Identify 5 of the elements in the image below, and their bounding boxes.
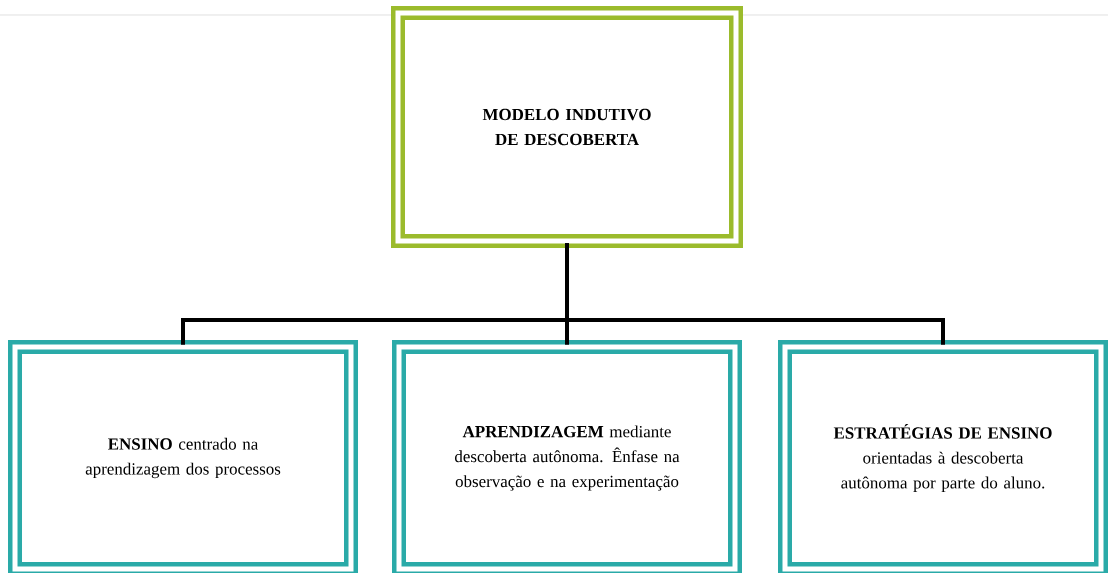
connector-line: [565, 243, 945, 345]
text-box: APRENDIZAGEM mediante descoberta autônoma. Ênfase na observação e na experimentação: [392, 340, 742, 573]
text-box: MODELO INDUTIVO DE DESCOBERTA: [391, 6, 743, 248]
text-box: ESTRATÉGIAS DE ENSINO orientadas à descoberta autônoma por parte do aluno.: [778, 340, 1108, 573]
text-box: ENSINO centrado na aprendizagem dos processos: [8, 340, 358, 573]
